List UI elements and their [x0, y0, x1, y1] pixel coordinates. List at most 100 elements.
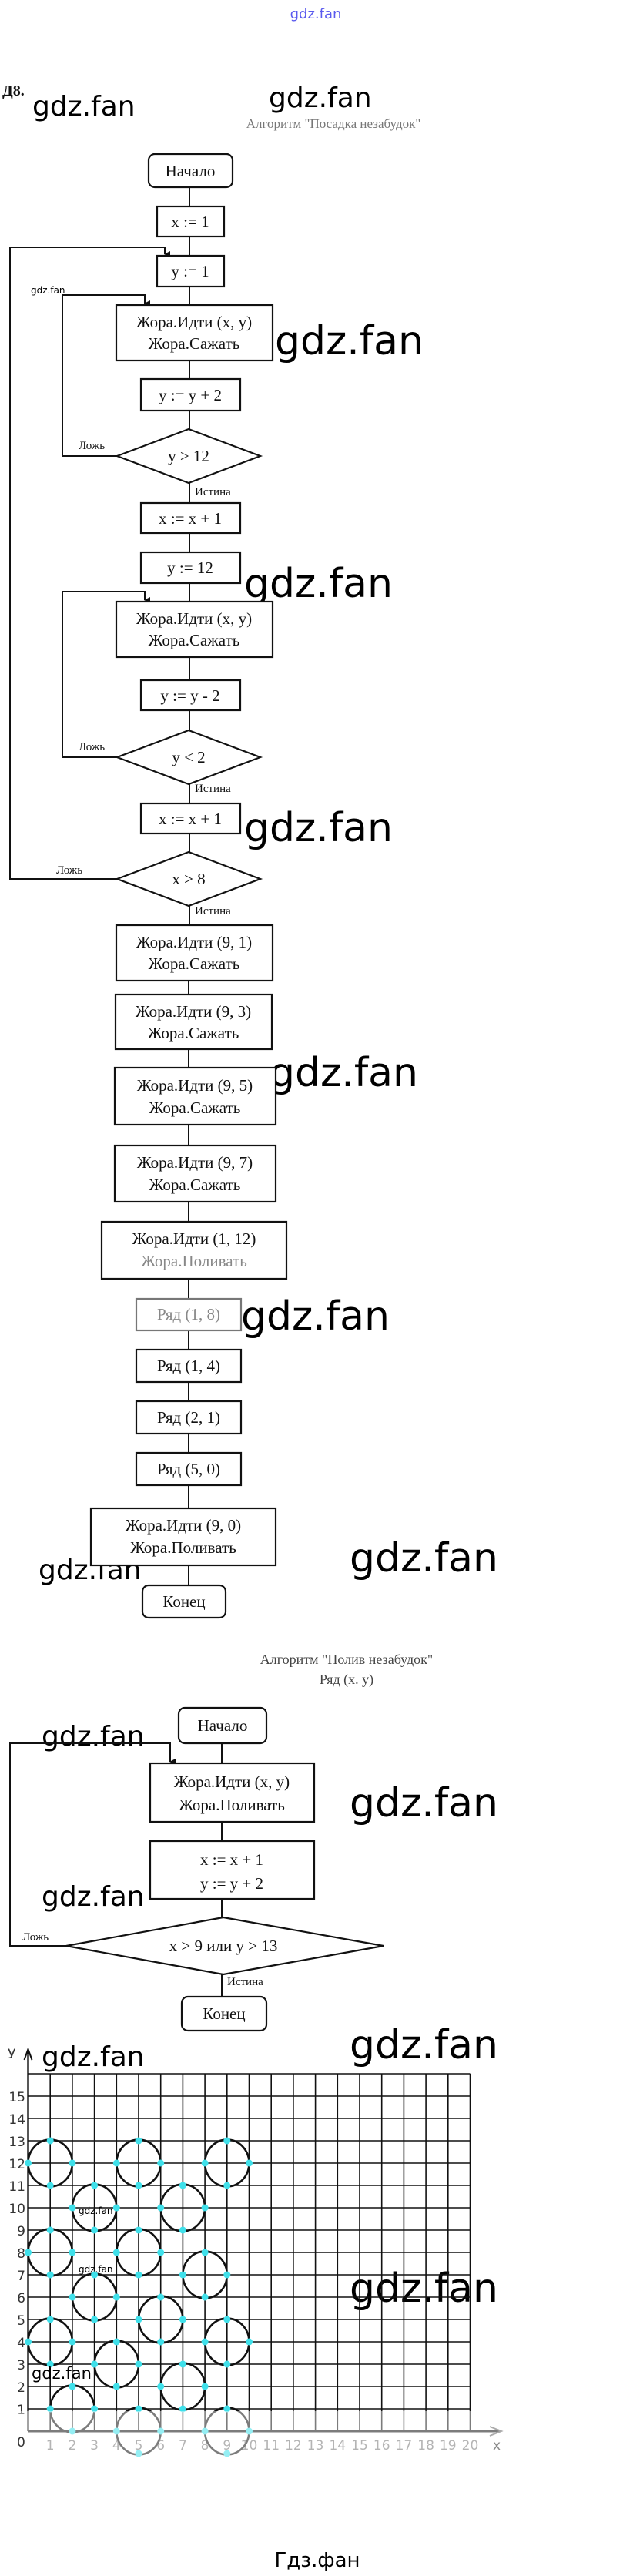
x-tick-label: 9	[223, 2438, 231, 2454]
watering-point-marker	[46, 2405, 54, 2413]
x-tick-label: 8	[201, 2438, 209, 2454]
x-tick-label: 4	[112, 2438, 121, 2454]
process-label: Жора.Поливать	[141, 1252, 247, 1270]
watering-point-marker	[46, 2182, 54, 2189]
end-node: Конец	[141, 1584, 227, 1619]
start-node: Начало	[147, 153, 234, 189]
y-tick-label: 1	[17, 2403, 25, 2418]
x-tick-label: 11	[263, 2438, 280, 2454]
watering-point-marker	[223, 2405, 231, 2413]
watering-point-marker	[112, 2249, 120, 2256]
process-increment: x := x + 1 y := y + 2	[149, 1840, 316, 1900]
process-label: Жора.Идти (x, y)	[174, 1773, 290, 1791]
process-plant-9-5: Жора.Идти (9, 5) Жора.Сажать	[113, 1066, 277, 1126]
process-label: y := y + 2	[200, 1874, 263, 1893]
watering-point-marker	[201, 2338, 209, 2346]
y-axis-arrow-icon	[23, 2047, 33, 2061]
y-tick-label: 6	[17, 2291, 25, 2306]
start-label: Начало	[166, 162, 216, 180]
watermark: gdz.fan	[42, 1881, 145, 1913]
footer-watermark: Гдз.фан	[274, 2549, 360, 2572]
x-tick-label: 1	[46, 2438, 55, 2454]
watering-point-marker	[179, 2405, 186, 2413]
process-label: Жора.Сажать	[148, 1024, 239, 1042]
watering-point-marker	[246, 2427, 253, 2435]
call-row: Ряд (1, 8)	[135, 1297, 243, 1332]
watermark: gdz.fan	[79, 2205, 113, 2216]
process-go-water: Жора.Идти (x, y) Жора.Поливать	[149, 1762, 316, 1823]
x-tick-label: 2	[68, 2438, 76, 2454]
watermark: gdz.fan	[275, 318, 424, 364]
loop-arrow	[9, 1742, 176, 1947]
y-tick-label: 15	[8, 2090, 25, 2105]
call-row: Ряд (1, 4)	[135, 1348, 243, 1384]
watering-point-marker	[46, 2137, 54, 2145]
process-label: Жора.Поливать	[179, 1796, 285, 1814]
process-water-9-0: Жора.Идти (9, 0) Жора.Поливать	[89, 1507, 277, 1567]
x-axis-arrow-icon	[489, 2426, 504, 2437]
task-label: Д8.	[2, 82, 25, 99]
watering-point-marker	[201, 2427, 209, 2435]
watering-point-marker	[46, 2316, 54, 2323]
watering-point-marker	[112, 2427, 120, 2435]
watering-point-marker	[201, 2204, 209, 2212]
decision-label: y > 12	[168, 447, 209, 465]
x-tick-label: 6	[156, 2438, 165, 2454]
watermark: gdz.fan	[42, 2041, 145, 2073]
start-node: Начало	[177, 1706, 268, 1745]
watering-point-marker	[157, 2338, 165, 2346]
x-tick-label: 14	[329, 2438, 346, 2454]
watering-point-marker	[135, 2182, 142, 2189]
y-tick-label: 4	[17, 2336, 25, 2351]
watering-point-marker	[91, 2360, 99, 2368]
watermark-top: gdz.fan	[290, 6, 342, 22]
watering-point-marker	[91, 2316, 99, 2323]
false-label: Ложь	[79, 741, 105, 753]
watermark: gdz.fan	[244, 805, 393, 851]
false-label: Ложь	[79, 440, 105, 452]
decision-y-lt-2: y < 2 Ложь Истина	[79, 729, 263, 795]
process-x-inc: x := x + 1	[139, 501, 242, 535]
watering-point-marker	[246, 2159, 253, 2167]
y-tick-label: 10	[8, 2202, 25, 2217]
process-label: Жора.Идти (9, 0)	[126, 1516, 241, 1535]
watering-point-marker	[135, 2316, 142, 2323]
watering-point-marker	[69, 2249, 76, 2256]
y-tick-label: 12	[8, 2157, 25, 2172]
process-plant-9-3: Жора.Идти (9, 3) Жора.Сажать	[114, 993, 273, 1051]
watering-point-marker	[157, 2383, 165, 2390]
x-tick-label: 10	[241, 2438, 258, 2454]
watering-point-marker	[91, 2271, 99, 2279]
algorithm-title: Алгоритм "Посадка незабудок"	[246, 116, 421, 131]
x-tick-label: 19	[440, 2438, 457, 2454]
process-label: x := x + 1	[159, 810, 222, 828]
watering-point-marker	[91, 2405, 99, 2413]
process-label: Жора.Сажать	[149, 1098, 241, 1117]
true-label: Истина	[195, 905, 231, 917]
watering-point-marker	[179, 2316, 186, 2323]
watermark: gdz.fan	[350, 2266, 498, 2312]
false-label: Ложь	[22, 1931, 49, 1944]
inner-loop-arrow	[62, 591, 150, 758]
y-tick-label: 7	[17, 2269, 25, 2284]
call-row: Ряд (2, 1)	[135, 1400, 243, 1435]
process-label: Жора.Идти (9, 7)	[137, 1153, 253, 1172]
watering-point-marker	[135, 2226, 142, 2234]
watering-point-marker	[91, 2182, 99, 2189]
watermark: gdz.fan	[32, 91, 136, 122]
watering-point-marker	[46, 2360, 54, 2368]
watermark: gdz.fan	[350, 2022, 498, 2068]
end-label: Конец	[162, 1592, 205, 1611]
watering-point-marker	[157, 2204, 165, 2212]
watering-point-marker	[157, 2427, 165, 2435]
process-label: Жора.Сажать	[149, 1176, 241, 1194]
watering-point-marker	[223, 2450, 231, 2457]
watermark: gdz.fan	[269, 82, 372, 114]
process-go-plant: Жора.Идти (x, y) Жора.Сажать	[115, 304, 274, 362]
watering-point-marker	[69, 2159, 76, 2167]
x-tick-label: 15	[351, 2438, 368, 2454]
process-label: Ряд (2, 1)	[157, 1408, 220, 1427]
watering-point-marker	[223, 2182, 231, 2189]
watering-point-marker	[157, 2249, 165, 2256]
